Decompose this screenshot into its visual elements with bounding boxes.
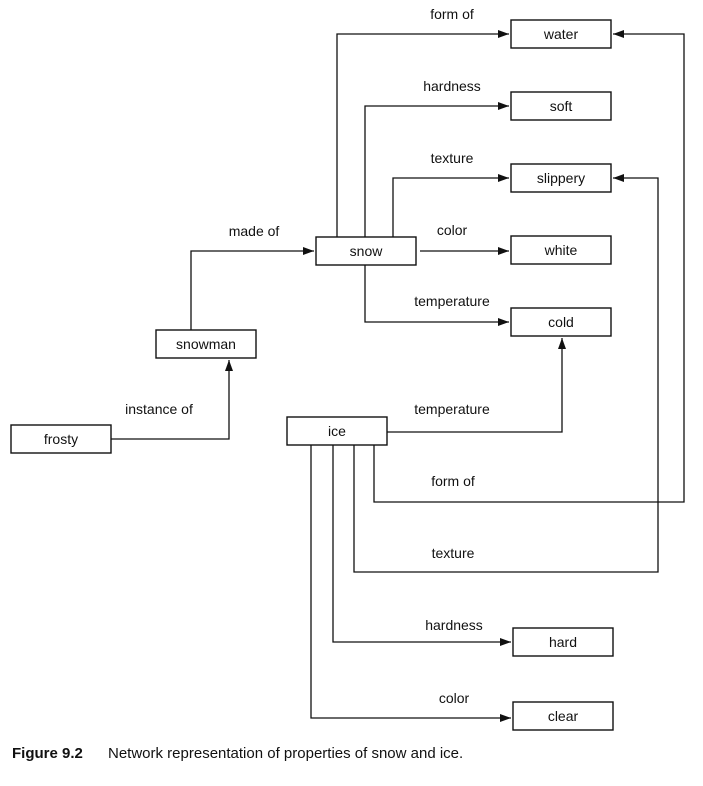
node-label: hard bbox=[549, 634, 577, 650]
arrowhead-icon bbox=[498, 174, 509, 182]
node-label: frosty bbox=[44, 431, 78, 447]
edge-label: made of bbox=[229, 223, 280, 239]
edge-label: form of bbox=[431, 473, 475, 489]
edge-line bbox=[373, 33, 685, 503]
node-snow: snow bbox=[315, 236, 417, 266]
node-frosty: frosty bbox=[10, 424, 112, 454]
figure-caption-text: Network representation of properties of … bbox=[108, 745, 464, 762]
edge-ice-water bbox=[373, 30, 685, 503]
arrowhead-icon bbox=[225, 360, 233, 371]
arrowhead-icon bbox=[498, 318, 509, 326]
edge-snow-soft bbox=[364, 102, 509, 237]
node-water: water bbox=[510, 19, 612, 49]
node-box bbox=[510, 307, 612, 337]
edge-snow-water bbox=[336, 30, 509, 237]
edge-line bbox=[332, 445, 511, 643]
arrowhead-icon bbox=[500, 638, 511, 646]
edge-ice-clear bbox=[310, 445, 511, 722]
node-label: soft bbox=[550, 98, 573, 114]
edge-line bbox=[353, 177, 659, 573]
edge-label: form of bbox=[430, 6, 474, 22]
edge-snow-cold bbox=[364, 265, 509, 326]
node-box bbox=[10, 424, 112, 454]
node-label: cold bbox=[548, 314, 574, 330]
node-label: slippery bbox=[537, 170, 585, 186]
semantic-network-diagram: frosty snowman snow ice water soft slippery whi… bbox=[10, 6, 685, 731]
edge-snow-slippery bbox=[392, 174, 509, 237]
node-snowman: snowman bbox=[155, 329, 257, 359]
arrowhead-icon bbox=[558, 338, 566, 349]
node-ice: ice bbox=[286, 416, 388, 446]
node-label: snowman bbox=[176, 336, 236, 352]
arrowhead-icon bbox=[500, 714, 511, 722]
edge-ice-cold bbox=[387, 338, 566, 433]
edge-label: temperature bbox=[414, 293, 490, 309]
node-label: white bbox=[544, 242, 578, 258]
edge-label: texture bbox=[432, 545, 475, 561]
node-box bbox=[512, 627, 614, 657]
edge-ice-hard bbox=[332, 445, 511, 646]
edge-ice-slippery bbox=[353, 174, 659, 573]
arrowhead-icon bbox=[498, 30, 509, 38]
node-white: white bbox=[510, 235, 612, 265]
node-box bbox=[315, 236, 417, 266]
edge-label: temperature bbox=[414, 401, 490, 417]
figure-caption: Figure 9.2 Network representation of prop… bbox=[12, 745, 572, 763]
node-label: water bbox=[543, 26, 579, 42]
edge-label: texture bbox=[431, 150, 474, 166]
edge-snowman-snow bbox=[190, 247, 314, 330]
edge-label: hardness bbox=[425, 617, 483, 633]
node-box bbox=[286, 416, 388, 446]
node-box bbox=[510, 163, 612, 193]
edge-line bbox=[364, 265, 509, 323]
edge-frosty-snowman bbox=[110, 360, 233, 440]
edge-line bbox=[387, 338, 563, 433]
node-clear: clear bbox=[512, 701, 614, 731]
edge-line bbox=[110, 360, 230, 440]
figure-number: Figure 9.2 bbox=[12, 745, 83, 762]
arrowhead-icon bbox=[303, 247, 314, 255]
arrowhead-icon bbox=[613, 30, 624, 38]
node-label: snow bbox=[350, 243, 384, 259]
node-label: clear bbox=[548, 708, 579, 724]
edge-line bbox=[310, 445, 511, 719]
node-hard: hard bbox=[512, 627, 614, 657]
node-box bbox=[510, 235, 612, 265]
edge-line bbox=[364, 105, 509, 237]
node-box bbox=[510, 19, 612, 49]
edge-line bbox=[190, 250, 314, 330]
edge-label: hardness bbox=[423, 78, 481, 94]
edge-snow-white bbox=[420, 247, 509, 255]
node-cold: cold bbox=[510, 307, 612, 337]
node-box bbox=[510, 91, 612, 121]
node-box bbox=[155, 329, 257, 359]
edge-line bbox=[336, 33, 509, 237]
node-box bbox=[512, 701, 614, 731]
node-soft: soft bbox=[510, 91, 612, 121]
edge-label: instance of bbox=[125, 401, 193, 417]
edge-label: color bbox=[439, 690, 470, 706]
arrowhead-icon bbox=[498, 247, 509, 255]
edge-line bbox=[392, 177, 509, 237]
arrowhead-icon bbox=[498, 102, 509, 110]
node-slippery: slippery bbox=[510, 163, 612, 193]
arrowhead-icon bbox=[613, 174, 624, 182]
edge-label: color bbox=[437, 222, 468, 238]
node-label: ice bbox=[328, 423, 346, 439]
